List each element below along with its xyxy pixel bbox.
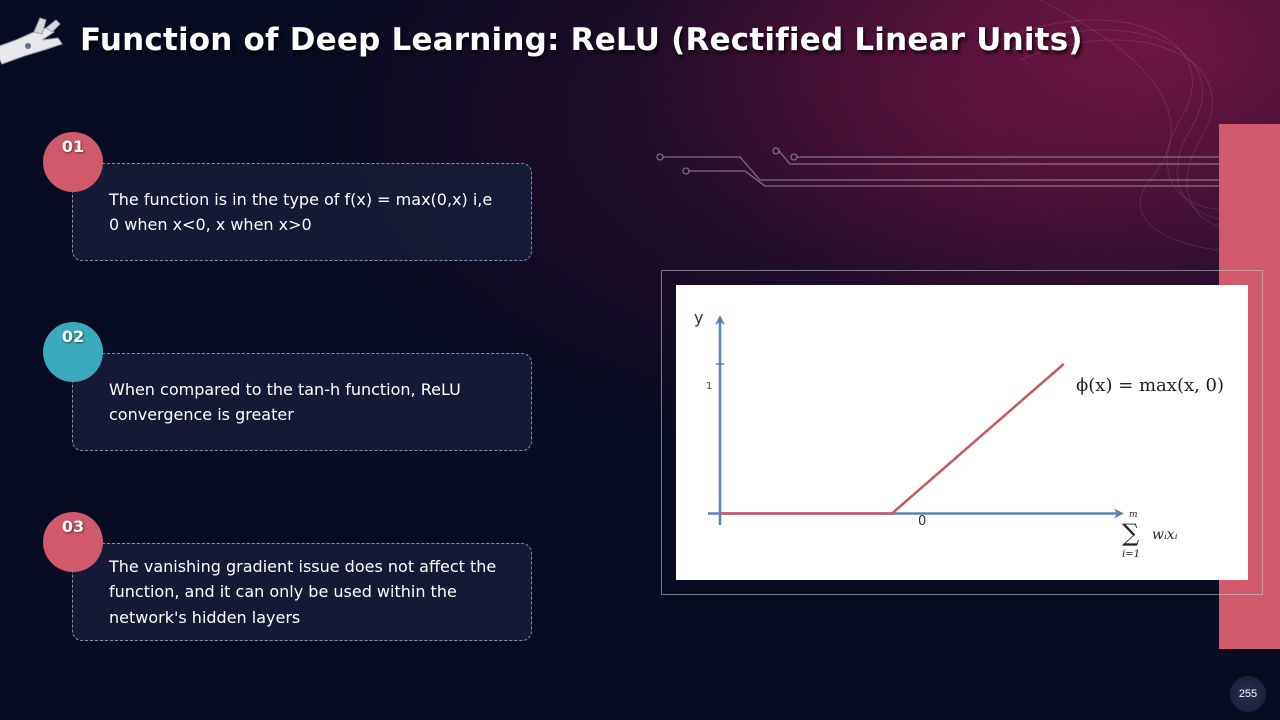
page-title: Function of Deep Learning: ReLU (Rectifi… — [80, 22, 1083, 58]
sum-upper: m — [1129, 510, 1138, 520]
x-origin-label: 0 — [918, 514, 926, 529]
point-number-badge-1: 01 — [43, 132, 103, 192]
point-text-3: The vanishing gradient issue does not af… — [109, 556, 497, 627]
point-text-1: The function is in the type of f(x) = ma… — [109, 189, 493, 235]
relu-chart-container: y 1 0 ϕ(x) = max(x, 0) m ∑ wᵢxᵢ i=1 — [676, 285, 1248, 580]
point-card-2: When compared to the tan-h function, ReL… — [72, 353, 532, 451]
chart-frame — [661, 270, 1263, 595]
relu-series-line-1 — [720, 362, 1065, 515]
y-tick-label: 1 — [706, 381, 712, 392]
point-number-badge-2: 02 — [43, 322, 103, 382]
sum-term: wᵢxᵢ — [1152, 527, 1178, 543]
relu-chart: y 1 0 ϕ(x) = max(x, 0) m ∑ wᵢxᵢ i=1 — [694, 308, 1224, 560]
y-axis-label: y — [694, 308, 703, 327]
sum-label: m ∑ wᵢxᵢ i=1 — [1122, 510, 1178, 560]
point-card-1: The function is in the type of f(x) = ma… — [72, 163, 532, 261]
robot-hand-icon — [0, 17, 63, 65]
page-number: 255 — [1230, 676, 1266, 712]
sum-symbol: ∑ — [1122, 519, 1139, 547]
sum-lower: i=1 — [1122, 549, 1140, 560]
point-text-2: When compared to the tan-h function, ReL… — [109, 379, 461, 425]
relu-formula: ϕ(x) = max(x, 0) — [1076, 375, 1224, 396]
point-number-badge-3: 03 — [43, 512, 103, 572]
point-card-3: The vanishing gradient issue does not af… — [72, 543, 532, 641]
